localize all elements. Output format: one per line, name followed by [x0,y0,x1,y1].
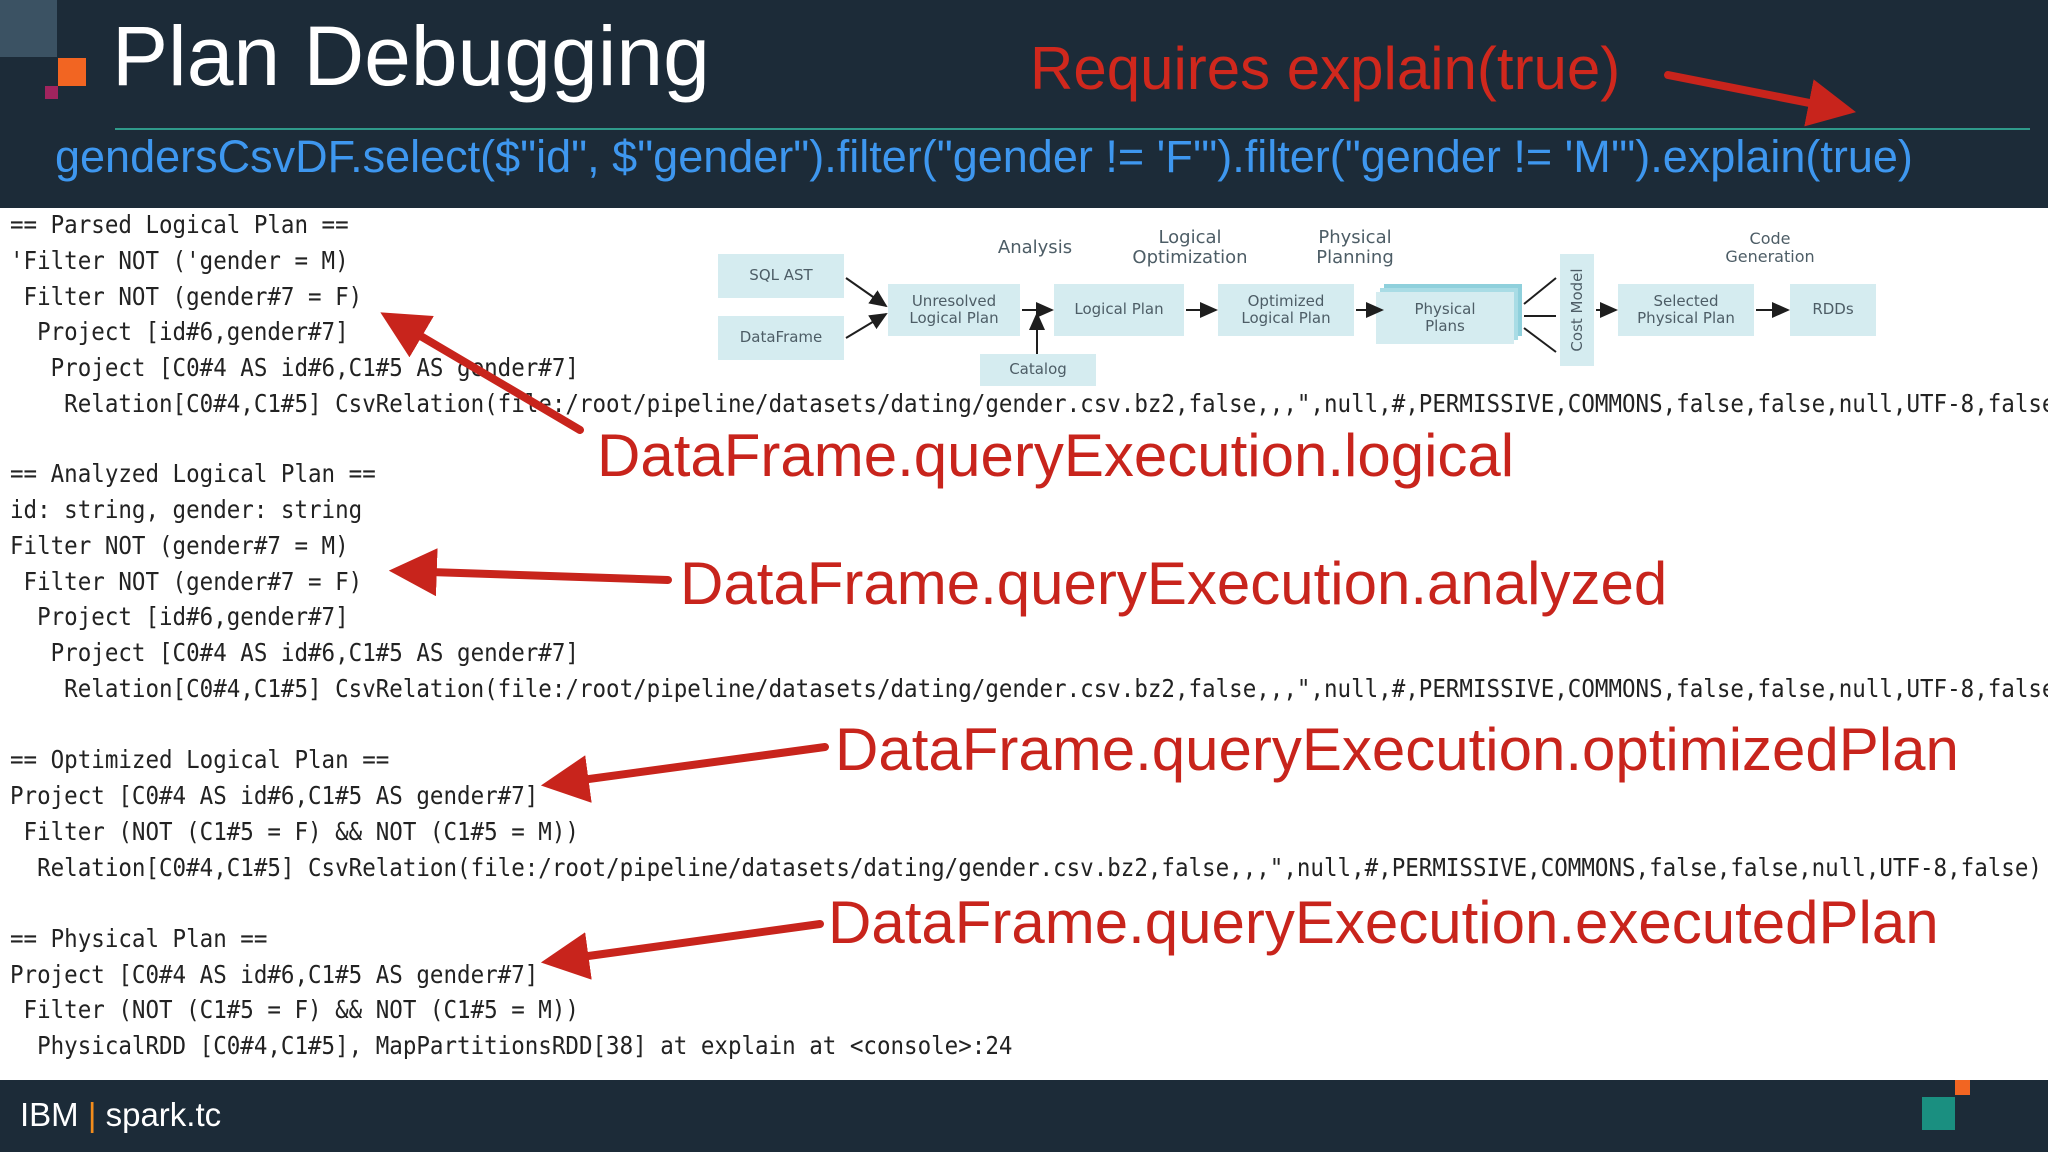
physical-plan-header: == Physical Plan == [10,924,268,953]
connector-sqlast-unresolved [845,277,888,308]
slide-footer [0,1080,2048,1152]
header-divider [115,128,2030,130]
node-dataframe-label: DataFrame [739,328,823,347]
footer-site: spark.tc [105,1096,222,1133]
parsed-plan-line: 'Filter NOT ('gender = M) [10,246,349,275]
optimized-plan-header: == Optimized Logical Plan == [10,745,390,774]
parsed-plan-header: == Parsed Logical Plan == [10,210,349,239]
stage-code-generation-line1: Code [1749,229,1791,248]
connector-physical-costmodel-a [1523,277,1557,305]
node-optimized-line2: Logical Plan [1241,309,1331,327]
node-catalog: Catalog [980,354,1096,386]
analyzed-plan-line: Filter NOT (gender#7 = F) [10,567,363,596]
physical-plan-line: Project [C0#4 AS id#6,C1#5 AS gender#7] [10,960,539,989]
parsed-plan-line: Project [C0#4 AS id#6,C1#5 AS gender#7] [10,353,579,382]
plan-output-panel: == Parsed Logical Plan == 'Filter NOT ('… [0,208,2048,1080]
node-sql-ast: SQL AST [718,254,844,298]
stage-logical-optimization-line2: Optimization [1132,246,1248,268]
node-rdds-label: RDDs [1812,300,1854,319]
analyzed-plan-header: == Analyzed Logical Plan == [10,459,376,488]
stage-code-generation-line2: Generation [1725,246,1815,266]
node-unresolved-logical-plan: Unresolved Logical Plan [888,284,1020,336]
stage-physical-planning-label: Physical Planning [1290,228,1420,268]
node-optimized-logical-plan: Optimized Logical Plan [1218,284,1354,336]
node-unresolved-line1: Unresolved [911,291,997,310]
node-physical-plans: Physical Plans [1376,292,1514,344]
stage-logical-optimization-label: Logical Optimization [1110,228,1270,268]
physical-plan-line: PhysicalRDD [C0#4,C1#5], MapPartitionsRD… [10,1031,1013,1060]
stage-analysis-label: Analysis [997,237,1073,258]
logo-mark-magenta [45,86,58,99]
footer-logo-teal [1922,1097,1955,1130]
explain-command: gendersCsvDF.select($"id", $"gender").fi… [55,131,1913,182]
node-unresolved-line2: Logical Plan [909,309,999,327]
annotation-analyzed: DataFrame.queryExecution.analyzed [680,550,1668,617]
footer-logo-orange [1955,1080,1970,1095]
analyzed-plan-line: Project [C0#4 AS id#6,C1#5 AS gender#7] [10,638,579,667]
annotation-logical: DataFrame.queryExecution.logical [597,422,1515,489]
footer-company: IBM [20,1096,79,1133]
node-sql-ast-label: SQL AST [749,266,813,285]
node-catalog-label: Catalog [1009,360,1067,379]
logo-mark-slate [0,0,57,57]
node-cost-model-label: Cost Model [1568,268,1586,352]
optimized-plan-line: Filter (NOT (C1#5 = F) && NOT (C1#5 = M)… [10,817,579,846]
node-physical-plans-line1: Physical [1414,299,1476,318]
node-dataframe: DataFrame [718,316,844,360]
stage-physical-planning-line1: Physical [1318,227,1392,248]
parsed-plan-line: Filter NOT (gender#7 = F) [10,282,363,311]
analyzed-plan-line: Project [id#6,gender#7] [10,602,349,631]
node-selected-line1: Selected [1653,291,1719,310]
parsed-plan-line: Relation[C0#4,C1#5] CsvRelation(file:/ro… [10,389,2048,418]
stage-code-generation-label: Code Generation [1700,230,1840,265]
footer-brand: IBM | spark.tc [20,1095,221,1135]
stage-logical-optimization-line1: Logical [1158,227,1222,248]
connector-dataframe-unresolved [845,312,888,339]
connector-physical-costmodel-c [1523,327,1557,353]
annotation-executed-plan: DataFrame.queryExecution.executedPlan [828,889,1939,956]
node-logical-plan: Logical Plan [1054,284,1184,336]
node-cost-model: Cost Model [1560,254,1594,366]
analyzed-plan-line: Relation[C0#4,C1#5] CsvRelation(file:/ro… [10,674,2048,703]
node-selected-line2: Physical Plan [1637,309,1735,327]
optimized-plan-line: Relation[C0#4,C1#5] CsvRelation(file:/ro… [10,853,2042,882]
analyzed-plan-line: id: string, gender: string [10,495,363,524]
parsed-plan-line: Project [id#6,gender#7] [10,317,349,346]
stage-physical-planning-line2: Planning [1316,246,1394,268]
node-physical-plans-line2: Plans [1425,317,1465,335]
footer-separator: | [87,1096,97,1133]
optimized-plan-line: Project [C0#4 AS id#6,C1#5 AS gender#7] [10,781,539,810]
logo-mark-orange [58,58,86,86]
requires-explain-note: Requires explain(true) [1030,35,1621,102]
annotation-optimized-plan: DataFrame.queryExecution.optimizedPlan [835,716,1959,783]
analyzed-plan-line: Filter NOT (gender#7 = M) [10,531,349,560]
node-logical-plan-label: Logical Plan [1074,300,1164,319]
physical-plan-line: Filter (NOT (C1#5 = F) && NOT (C1#5 = M)… [10,995,579,1024]
node-selected-physical-plan: Selected Physical Plan [1618,284,1754,336]
node-rdds: RDDs [1790,284,1876,336]
node-optimized-line1: Optimized [1247,291,1325,310]
slide-title: Plan Debugging [112,9,710,103]
